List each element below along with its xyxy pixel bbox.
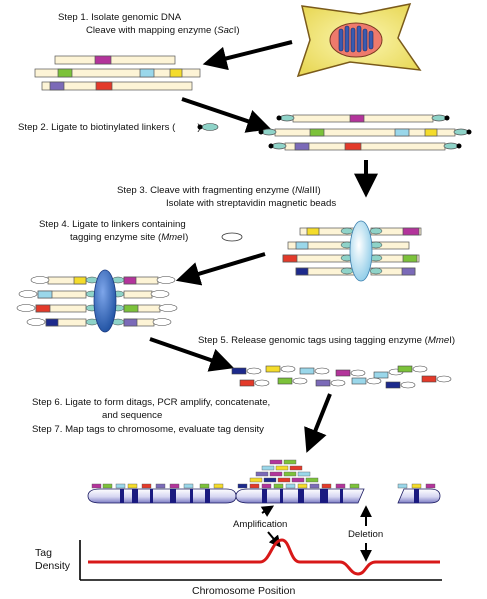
streptavidin-bead-dark — [16, 269, 178, 333]
step5-label: Step 5. Release genomic tags using taggi… — [198, 335, 455, 346]
step1-title: Step 1. Isolate genomic DNA — [58, 12, 182, 23]
arrow-6 — [304, 393, 332, 453]
step4-subtitle: tagging enzyme site (MmeI) — [70, 232, 188, 243]
arrow-4 — [175, 252, 266, 286]
step3-title: Step 3. Cleave with fragmenting enzyme (… — [117, 185, 321, 196]
step4-title: Step 4. Ligate to linkers containing — [39, 219, 186, 230]
amplification-arrow-up — [260, 505, 275, 517]
tag-pile — [249, 459, 319, 483]
x-axis-label: Chromosome Position — [192, 585, 295, 597]
step2-label: Step 2. Ligate to biotinylated linkers (… — [18, 122, 201, 133]
mapped-tags-row — [91, 483, 436, 489]
arrow-5 — [149, 337, 235, 372]
chromosome — [87, 488, 441, 504]
deletion-label: Deletion — [348, 529, 383, 540]
arrow-1 — [202, 40, 293, 71]
tag-density-curve — [88, 538, 440, 576]
arrow-2 — [181, 97, 272, 133]
step7-label: Step 7. Map tags to chromosome, evaluate… — [32, 424, 264, 435]
streptavidin-bead-light — [282, 220, 422, 282]
amplification-label: Amplification — [233, 519, 287, 530]
ligated-fragments-step2 — [258, 114, 472, 151]
dna-fragments-step1 — [34, 55, 201, 91]
cell-icon — [296, 3, 422, 78]
released-tags — [231, 365, 452, 389]
step1-subtitle: Cleave with mapping enzyme (SacI) — [86, 25, 240, 36]
step6-subtitle: and sequence — [102, 410, 162, 421]
mme-linker-icon — [221, 232, 243, 242]
biotin-linker-icon — [197, 123, 219, 131]
y-axis-label-line1: Tag — [35, 547, 52, 559]
step3-subtitle: Isolate with streptavidin magnetic beads — [166, 198, 336, 209]
y-axis-label-line2: Density — [35, 560, 71, 572]
chromosome-icon — [338, 25, 374, 53]
step6-title: Step 6. Ligate to form ditags, PCR ampli… — [32, 397, 270, 408]
